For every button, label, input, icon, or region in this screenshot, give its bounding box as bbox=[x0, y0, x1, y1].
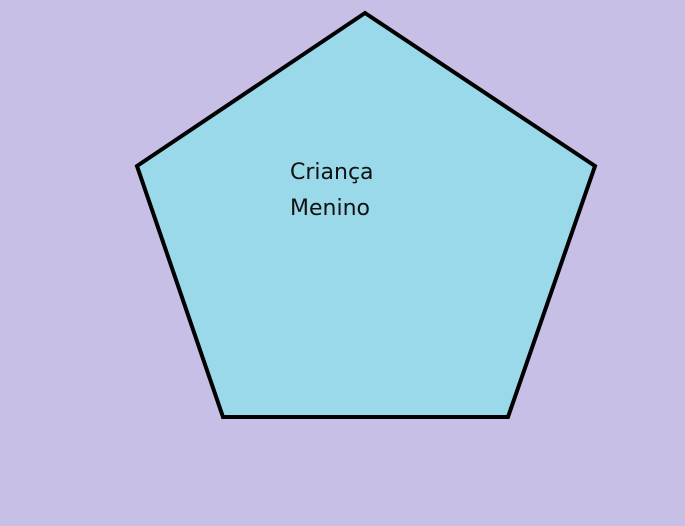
pentagon-text-line-2: Menino bbox=[290, 196, 370, 221]
pentagon-shape bbox=[134, 10, 598, 419]
pentagon-text-line-1: Criança bbox=[290, 160, 374, 185]
